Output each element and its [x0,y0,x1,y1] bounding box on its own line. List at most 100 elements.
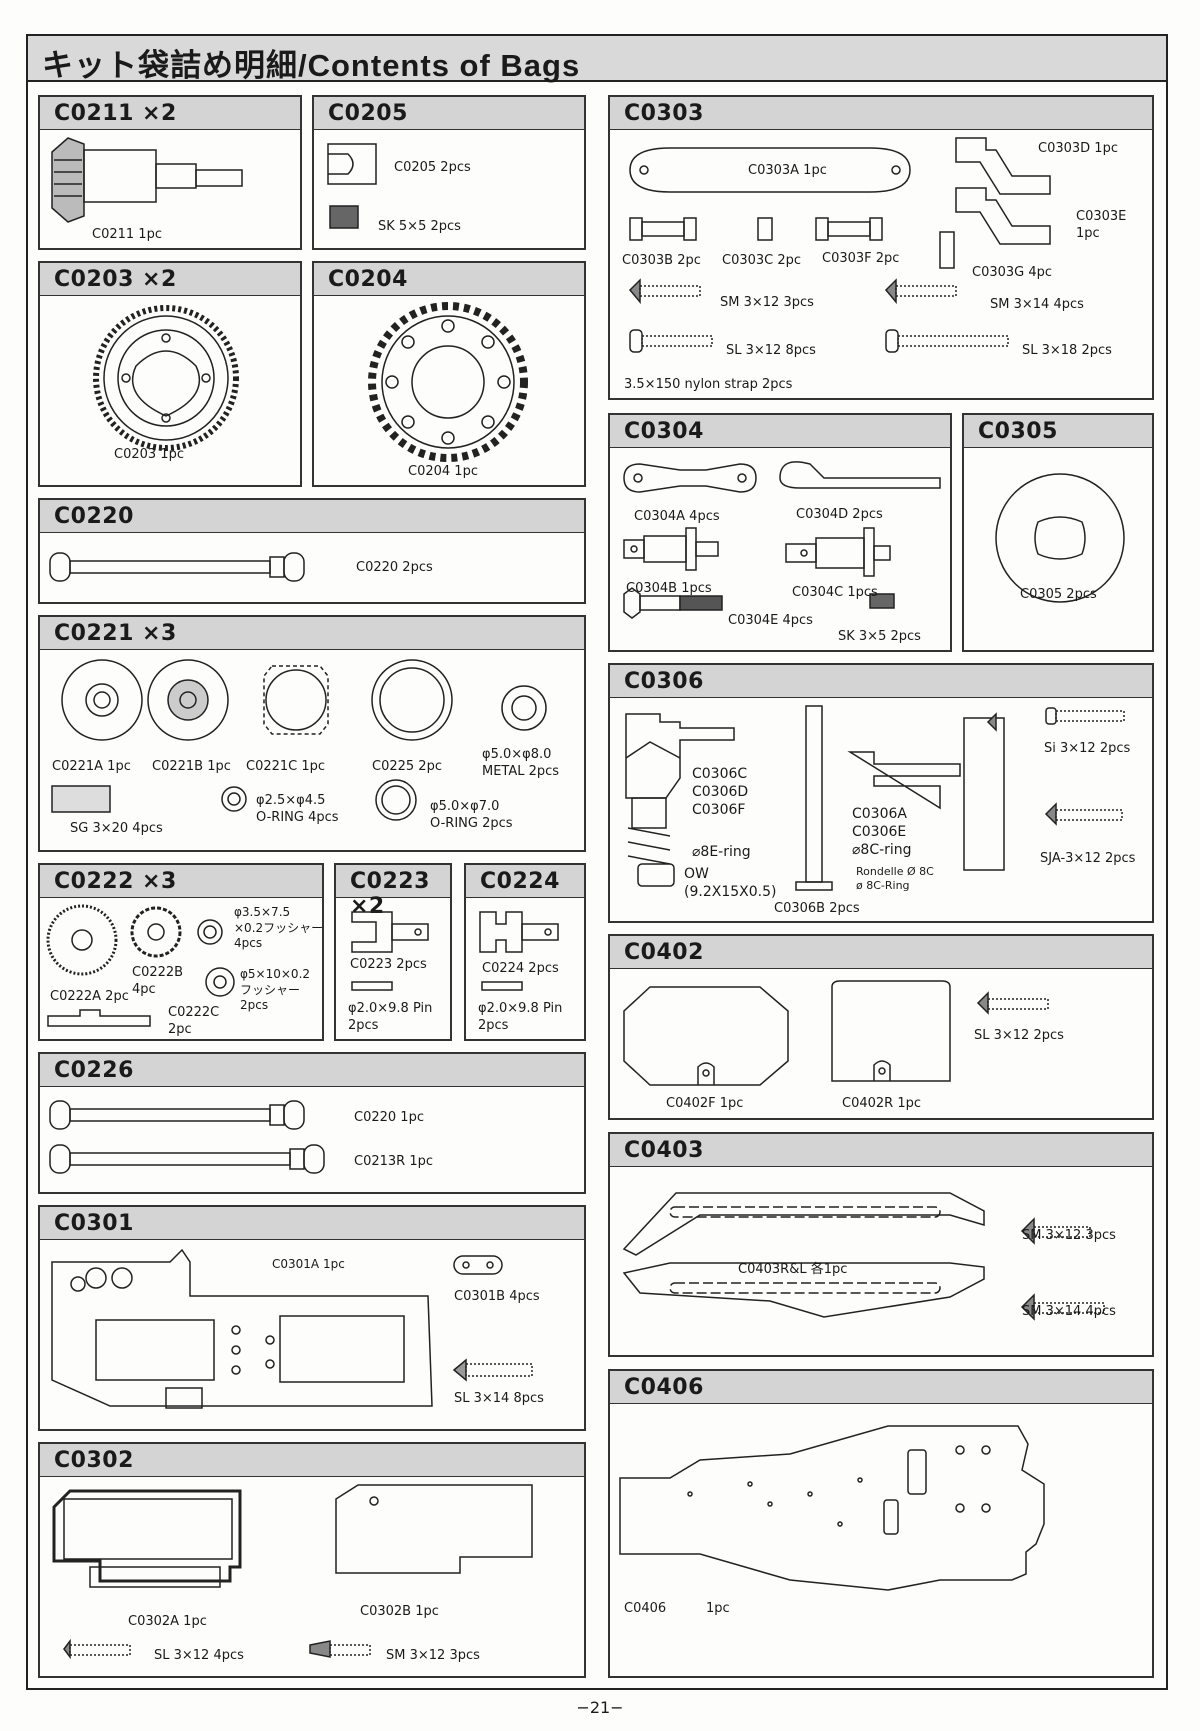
part-label: SL 3×14 8pcs [454,1391,544,1406]
part-label: C0301A 1pc [272,1257,345,1271]
part-label: SM 3×14 4pcs [990,297,1084,312]
part-drawing-c0304 [610,448,950,652]
bag-title: C0402 [624,940,704,965]
part-drawing-c0203 [40,296,300,486]
part-drawing-c0306 [610,698,1152,923]
part-label: C0304B 1pcs [626,581,712,596]
part-label: SM 3×12 3pcs [720,295,814,310]
part-drawing-c0402 [610,969,1152,1119]
part-label: φ5.0×φ8.0 METAL 2pcs [482,747,560,779]
part-drawing-c0211 [40,130,300,248]
part-label: SM 3×14 4pcs [1022,1304,1116,1319]
part-label: C0211 1pc [92,227,162,242]
part-drawing-c0224 [466,898,584,1040]
part-label: C0303B 2pc [622,253,701,268]
part-label: SL 3×12 8pcs [726,343,816,358]
part-label: C0304A 4pcs [634,509,720,524]
part-drawing-c0305 [964,448,1152,652]
bag-title: C0403 [624,1138,704,1163]
bag-title: C0205 [328,101,408,126]
part-label: SL 3×18 2pcs [1022,343,1112,358]
bag-c0222: C0222 ×3 C0222A 2pc C0222B 4pc φ3.5×7.5 … [38,863,324,1041]
bag-header: C0223 ×2 [336,865,450,919]
part-label: C0302B 1pc [360,1604,439,1619]
part-label: φ3.5×7.5 ×0.2フッシャー 4pcs [234,905,324,951]
bag-c0406: C0406 C0406 1pc [608,1369,1154,1678]
bag-title: C0304 [624,419,704,444]
bag-c0224: C0224 C0224 2pcs φ2.0×9.8 Pin 2pcs [464,863,586,1041]
part-label: C0223 2pcs [350,957,427,972]
part-label: C0220 2pcs [356,560,433,575]
bag-header: C0304 [610,415,950,448]
part-label: C0302A 1pc [128,1614,207,1629]
bag-header: C0204 [314,263,584,296]
page-title-bar: キット袋詰め明細/Contents of Bags [28,36,1166,83]
part-label: SL 3×12 4pcs [154,1648,244,1663]
bag-c0402: C0402 C0402F 1pc C0402R 1pc SL 3×12 2pcs [608,934,1154,1120]
part-drawing-c0205 [314,130,584,248]
bag-c0223: C0223 ×2 C0223 2pcs φ2.0×9.8 Pin 2pcs [334,863,452,1041]
part-label: C0222A 2pc [50,989,129,1004]
part-drawing-c0303 [610,130,1152,400]
part-label: SJA-3×12 2pcs [1040,851,1136,866]
part-drawing-c0221 [40,650,584,850]
part-label: C0303D 1pc [1038,141,1118,156]
bag-header: C0305 [964,415,1152,448]
page-title: キット袋詰め明細/Contents of Bags [42,48,581,83]
part-label: OW (9.2X15X0.5) [684,866,777,901]
part-label: C0225 2pc [372,759,442,774]
bag-title: C0222 ×3 [54,869,177,894]
part-label: C0213R 1pc [354,1154,433,1169]
part-label: SL 3×12 2pcs [974,1028,1064,1043]
bag-title: C0226 [54,1058,134,1083]
bag-header: C0205 [314,97,584,130]
bag-c0306: C0306 C0306C C0306D C0306F ⌀8E-ring OW (… [608,663,1154,923]
part-label: φ5.0×φ7.0 O-RING 2pcs [430,799,513,831]
part-label: SM 3×12 3pcs [386,1648,480,1663]
bag-header: C0303 [610,97,1152,130]
bag-title: C0211 ×2 [54,101,177,126]
part-label: C0220 1pc [354,1110,424,1125]
part-label: C0303G 4pc [972,265,1053,280]
part-drawing-c0406 [610,1404,1152,1678]
bag-c0204: C0204 C0204 1pc [312,261,586,487]
bag-c0211: C0211 ×2 C0211 1pc [38,95,302,250]
bag-title: C0220 [54,504,134,529]
bag-title: C0221 ×3 [54,621,177,646]
part-label: 1pc [706,1601,730,1616]
bag-header: C0221 ×3 [40,617,584,650]
bag-header: C0402 [610,936,1152,969]
bag-c0302: C0302 C0302A 1pc C0302B 1pc SL 3×12 4pcs… [38,1442,586,1678]
bag-c0221: C0221 ×3 C0221A 1pc C0221B 1pc C0221C 1p… [38,615,586,852]
part-label: C0303C 2pc [722,253,802,268]
bag-header: C0226 [40,1054,584,1087]
part-label: C0306B 2pcs [774,901,860,916]
bag-header: C0301 [40,1207,584,1240]
part-label: C0306C C0306D C0306F [692,766,749,819]
bag-title: C0224 [480,869,560,894]
part-label: 3.5×150 nylon strap 2pcs [624,377,793,392]
bag-header: C0302 [40,1444,584,1477]
bag-header: C0220 [40,500,584,533]
bag-title: C0204 [328,267,408,292]
part-label: C0402R 1pc [842,1096,921,1111]
bag-title: C0305 [978,419,1058,444]
bag-c0220: C0220 C0220 2pcs [38,498,586,604]
bag-c0226: C0226 C0220 1pc C0213R 1pc [38,1052,586,1194]
bag-title: C0303 [624,101,704,126]
part-drawing-c0223 [336,898,450,1040]
bag-header: C0211 ×2 [40,97,300,130]
bag-c0304: C0304 C0304A 4pcs C0304D 2pcs C0304B 1pc… [608,413,952,652]
bag-c0303: C0303 C0303A 1pc C0303D 1pc C0303E 1pc C… [608,95,1154,400]
part-label: C0222C 2pc [168,1005,220,1037]
part-label: φ2.0×9.8 Pin 2pcs [478,1001,563,1033]
bag-header: C0222 ×3 [40,865,322,898]
bag-c0305: C0305 C0305 2pcs [962,413,1154,652]
part-label: C0303F 2pc [822,251,900,266]
bag-title: C0223 ×2 [350,869,430,919]
page-number: −21− [576,1698,624,1717]
part-drawing-c0301 [40,1240,584,1430]
part-label: C0303E 1pc [1076,209,1127,241]
part-label: φ5×10×0.2 フッシャー 2pcs [240,967,311,1013]
bag-title: C0302 [54,1448,134,1473]
